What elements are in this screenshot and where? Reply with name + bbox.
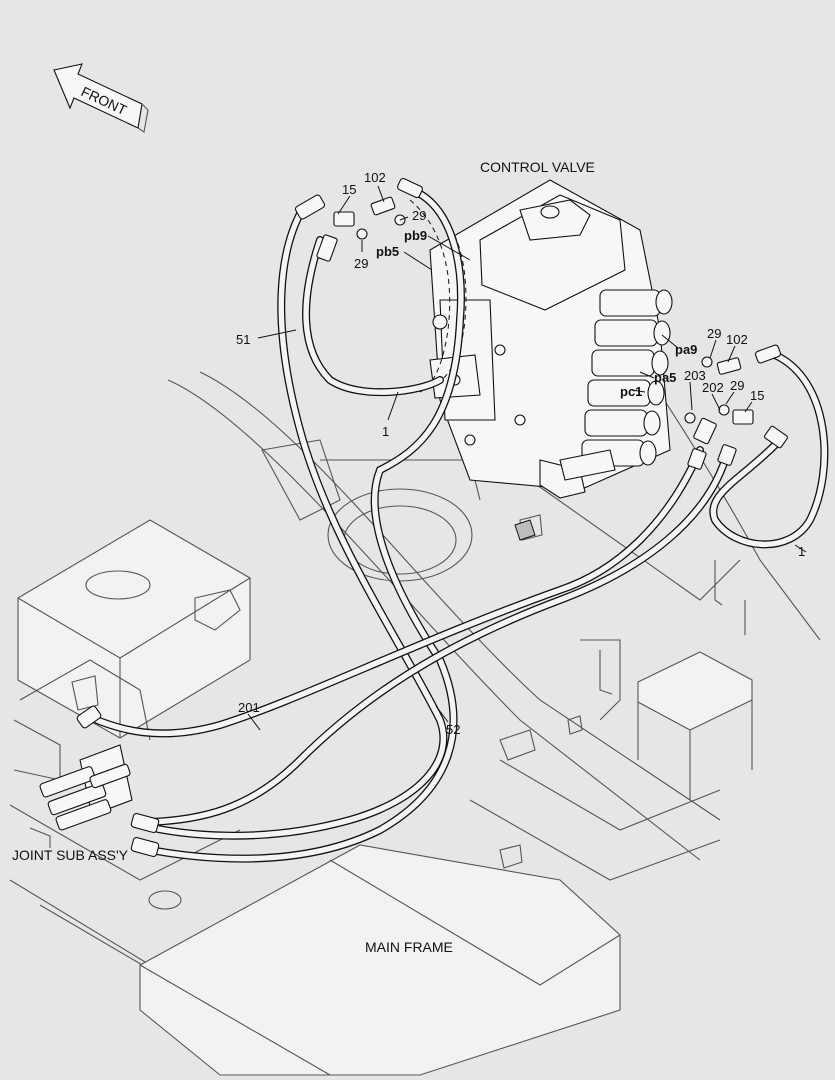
callout-51: 51 (236, 332, 250, 347)
leader-lines (247, 185, 807, 731)
front-direction-arrow: FRONT (53, 63, 149, 133)
hose-1-left (302, 236, 444, 397)
callout-labels: 15 102 29 29 51 1 29 102 203 202 29 15 1… (236, 170, 805, 737)
port-pb5: pb5 (376, 244, 399, 259)
hose-1-right (709, 351, 829, 549)
main-frame-label: MAIN FRAME (365, 939, 453, 955)
port-labels: pb9 pb5 pa9 pa5 pc1 (376, 228, 697, 399)
joint-sub-assembly (29, 744, 133, 848)
control-valve-label: CONTROL VALVE (480, 159, 595, 175)
assembly-labels: CONTROL VALVE JOINT SUB ASS'Y MAIN FRAME (12, 159, 595, 955)
callout-29-right: 29 (707, 326, 721, 341)
port-pc1: pc1 (620, 384, 642, 399)
callout-102-right: 102 (726, 332, 748, 347)
hose-51 (136, 206, 448, 840)
main-frame-structure (9, 299, 821, 1076)
callout-1-left: 1 (382, 424, 389, 439)
callout-29-a: 29 (412, 208, 426, 223)
joint-sub-assy-label: JOINT SUB ASS'Y (12, 847, 129, 863)
hose-to-joint-a (146, 446, 732, 826)
callout-201: 201 (238, 700, 260, 715)
callout-203: 203 (684, 368, 706, 383)
port-pb9: pb9 (404, 228, 427, 243)
callout-15-left: 15 (342, 182, 356, 197)
callout-29-c: 29 (730, 378, 744, 393)
callout-15-right: 15 (750, 388, 764, 403)
callout-202: 202 (702, 380, 724, 395)
port-pa5: pa5 (654, 370, 676, 385)
hose-201 (88, 446, 704, 738)
callout-102-top: 102 (364, 170, 386, 185)
port-pa9: pa9 (675, 342, 697, 357)
control-valve (429, 179, 673, 541)
hose-52 (136, 186, 465, 863)
callout-1-right: 1 (798, 544, 805, 559)
callout-52: 52 (446, 722, 460, 737)
callout-29-b: 29 (354, 256, 368, 271)
fittings (76, 177, 788, 858)
